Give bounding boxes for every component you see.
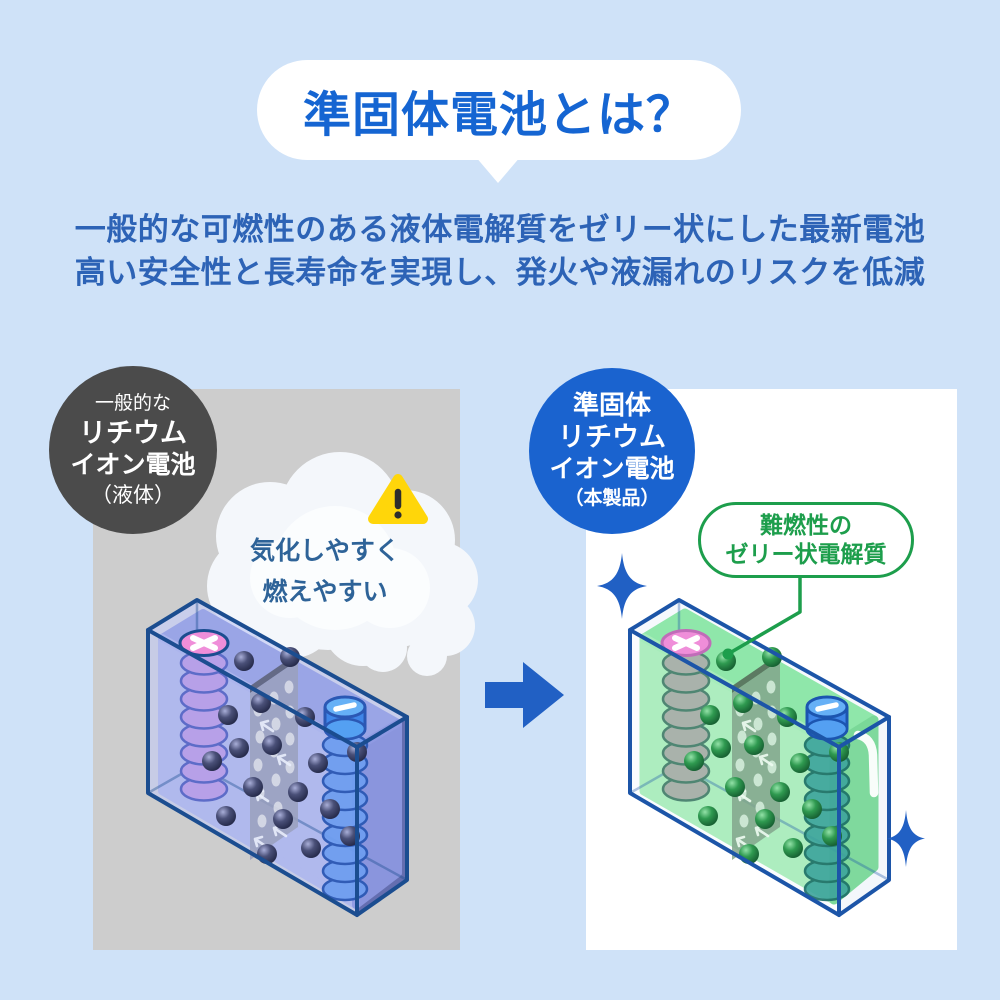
sparkle-icon	[887, 810, 925, 867]
description: 一般的な可燃性のある液体電解質をゼリー状にした最新電池 高い安全性と長寿命を実現…	[0, 208, 1000, 294]
vapor-cloud	[207, 452, 478, 676]
liquid-battery-illustration	[146, 598, 409, 917]
sparkle-icon	[597, 553, 647, 619]
badge-liquid-line1: 一般的な	[94, 392, 171, 414]
badge-semisolid-line4: （本製品）	[564, 488, 660, 509]
description-line1: 一般的な可燃性のある液体電解質をゼリー状にした最新電池	[74, 212, 926, 247]
badge-semisolid-battery: 準固体 リチウム イオン電池 （本製品）	[529, 368, 695, 534]
badge-liquid-line4: （液体）	[91, 483, 175, 507]
callout-line2: ゼリー状電解質	[725, 541, 887, 567]
badge-liquid-battery: 一般的な リチウム イオン電池 （液体）	[49, 366, 217, 534]
warning-icon	[368, 474, 428, 524]
badge-semisolid-line3: イオン電池	[549, 455, 675, 483]
cloud-text-line2: 燃えやすい	[262, 578, 388, 606]
cloud-text-line1: 気化しやすく	[250, 537, 400, 565]
badge-liquid-line3: イオン電池	[70, 450, 196, 479]
arrow-right-icon	[485, 662, 564, 728]
positive-terminal-icon	[660, 629, 712, 657]
badge-semisolid-line1: 準固体	[572, 390, 651, 420]
title-speech-bubble: 準固体電池とは？	[257, 60, 741, 160]
badge-semisolid-line2: リチウム	[558, 422, 666, 452]
callout-jelly-electrolyte: 難燃性の ゼリー状電解質	[698, 502, 914, 578]
badge-liquid-line2: リチウム	[79, 417, 187, 448]
positive-terminal-icon	[178, 629, 230, 657]
callout-line1: 難燃性の	[760, 512, 852, 538]
negative-terminal-icon	[323, 695, 367, 741]
speech-bubble-tail	[475, 156, 521, 183]
semisolid-battery-illustration	[628, 598, 891, 917]
cloud-warning-text: 気化しやすく 燃えやすい	[225, 531, 425, 613]
description-line2: 高い安全性と長寿命を実現し、発火や液漏れのリスクを低減	[74, 255, 926, 290]
callout-leader-line	[722, 576, 802, 660]
page-title: 準固体電池とは？	[302, 89, 695, 142]
